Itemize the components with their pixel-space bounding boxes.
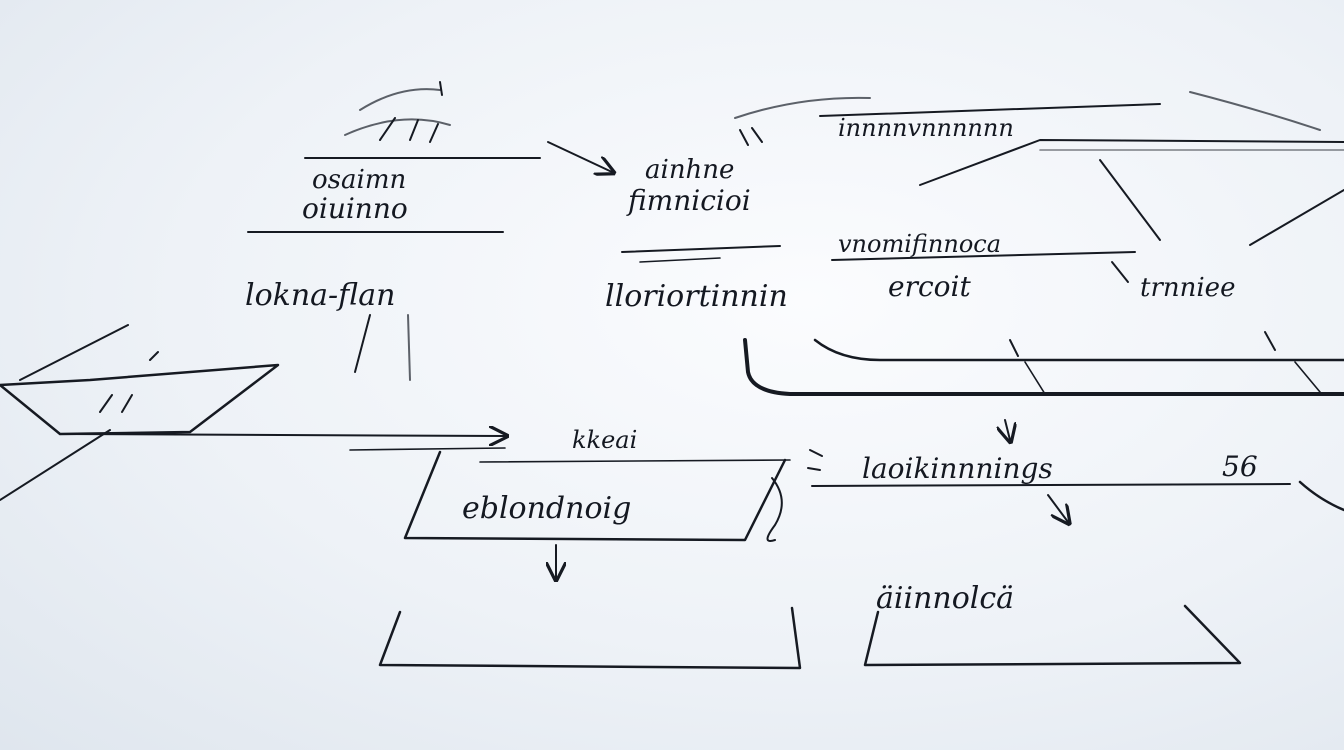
loop-drop-arrow [1009, 339, 1019, 357]
top-mid-label-line2: fimnicioi [626, 184, 751, 217]
lower-center-node: kkeai eblondnoig [349, 426, 791, 578]
right-far-tick [1111, 261, 1129, 283]
loop-diagonal [1024, 361, 1046, 395]
top-left-label-line2: oiuinno [302, 192, 408, 225]
top-mid-ticks [739, 127, 763, 146]
right-lower-curve [1298, 480, 1344, 512]
left-mid-label: lokna-flan [245, 278, 395, 313]
arrow-into-right-lower [1005, 419, 1010, 440]
box-left-flourish [766, 477, 783, 542]
left-diagonal-line [0, 429, 111, 501]
left-mid-stem [407, 314, 411, 381]
right-far-label: trnniee [1140, 273, 1235, 303]
top-left-scribble [379, 117, 439, 143]
right-mid-underline [831, 251, 1136, 261]
lower-header-rule [479, 459, 791, 463]
center-overline [621, 245, 781, 253]
loop-inner [813, 338, 1344, 362]
top-mid-label-line1: ainhne [645, 155, 734, 185]
left-mid-node: lokna-flan [245, 278, 411, 381]
top-right-swoosh [734, 96, 871, 119]
bottom-right-box [863, 604, 1242, 667]
left-mid-stem [354, 314, 371, 373]
right-lower-ticks [807, 449, 823, 471]
top-right-swoosh [1189, 91, 1321, 131]
bottom-left-box [378, 606, 802, 670]
top-mid-node: ainhne fimnicioi [626, 127, 763, 217]
left-parallelogram-shape [0, 363, 280, 436]
top-right-overline [819, 103, 1161, 117]
center-long-label-tail: ercoit [888, 270, 971, 303]
arrow-right-lower-down [1047, 494, 1068, 522]
top-left-scribble [344, 118, 451, 136]
right-loop-connector [743, 331, 1344, 396]
center-node: lloriortinnin ercoit trnniee [605, 245, 1235, 314]
arrow-left-to-box [59, 434, 505, 436]
right-lower-node: laoikinnnings 56 [807, 419, 1344, 522]
top-right-diagonal [1249, 189, 1344, 246]
top-left-node: osaimn oiuinno [247, 81, 541, 233]
top-right-header-label: innnnvnnnnnn [838, 114, 1014, 142]
loop-diagonal [1294, 361, 1321, 393]
center-long-label: lloriortinnin [605, 279, 788, 314]
top-left-scribble [359, 88, 441, 111]
bottom-right-node: äiinnolcä [863, 581, 1242, 667]
loop-drop-arrow [1264, 331, 1276, 351]
left-scribble [99, 351, 159, 413]
top-right-diagonal [1099, 159, 1161, 241]
right-lower-underline [811, 483, 1291, 487]
lower-header-rule [349, 447, 506, 451]
lower-header-label: kkeai [572, 426, 637, 454]
box-left-label: eblondnoig [462, 491, 631, 526]
top-left-tick [439, 81, 443, 96]
right-mid-label: vnomifinnoca [838, 230, 1001, 258]
top-right-node: innnnvnnnnnn [734, 91, 1344, 246]
loop-outer [743, 338, 1344, 396]
top-left-label-line1: osaimn [312, 165, 406, 195]
lower-box-shape [403, 450, 787, 542]
right-lower-number: 56 [1222, 450, 1258, 483]
arrow-top-left-to-top-mid [547, 141, 612, 172]
right-lower-label: laoikinnnings [862, 452, 1053, 485]
bottom-right-label: äiinnolcä [876, 581, 1014, 616]
left-diagonal-line [19, 324, 129, 381]
center-overline [639, 257, 721, 263]
left-parallelogram [0, 324, 505, 501]
right-mid-node: vnomifinnoca [831, 230, 1136, 261]
top-right-bracket [919, 139, 1344, 186]
